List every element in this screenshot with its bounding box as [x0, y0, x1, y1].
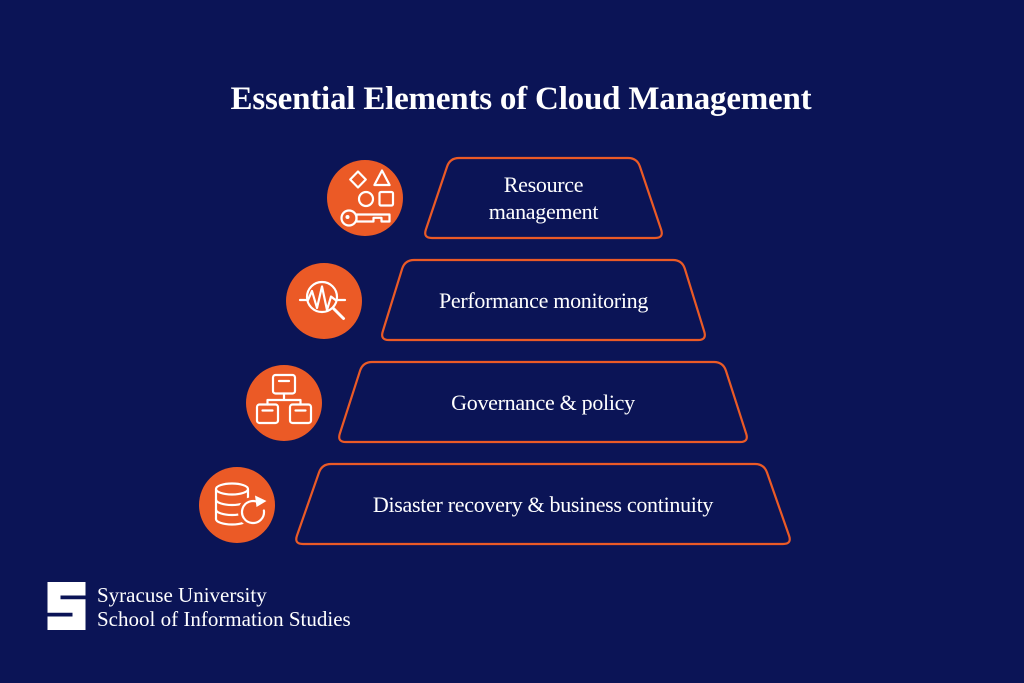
database-refresh-icon	[199, 467, 275, 543]
trapezoid-governance-policy	[338, 360, 748, 444]
syracuse-logo: Syracuse University School of Informatio…	[47, 582, 351, 631]
syracuse-block-s-icon	[47, 582, 86, 630]
logo-university-name: Syracuse University	[97, 583, 267, 607]
label-disaster-recovery: Disaster recovery & business continuity	[372, 491, 714, 517]
logo-school-name: School of Information Studies	[97, 607, 351, 631]
label-performance-monitoring: Performance monitoring	[438, 287, 649, 313]
shapes-and-key-icon	[327, 160, 403, 236]
label-resource-management: Resource management	[488, 172, 599, 224]
page-title: Essential Elements of Cloud Management	[230, 81, 812, 117]
label-governance-policy: Governance & policy	[451, 389, 635, 415]
org-chart-icon	[246, 365, 322, 441]
trapezoid-resource-management	[424, 156, 663, 240]
trapezoid-disaster-recovery	[295, 462, 791, 546]
trapezoid-performance-monitoring	[381, 258, 706, 342]
magnifier-pulse-icon	[286, 263, 362, 339]
